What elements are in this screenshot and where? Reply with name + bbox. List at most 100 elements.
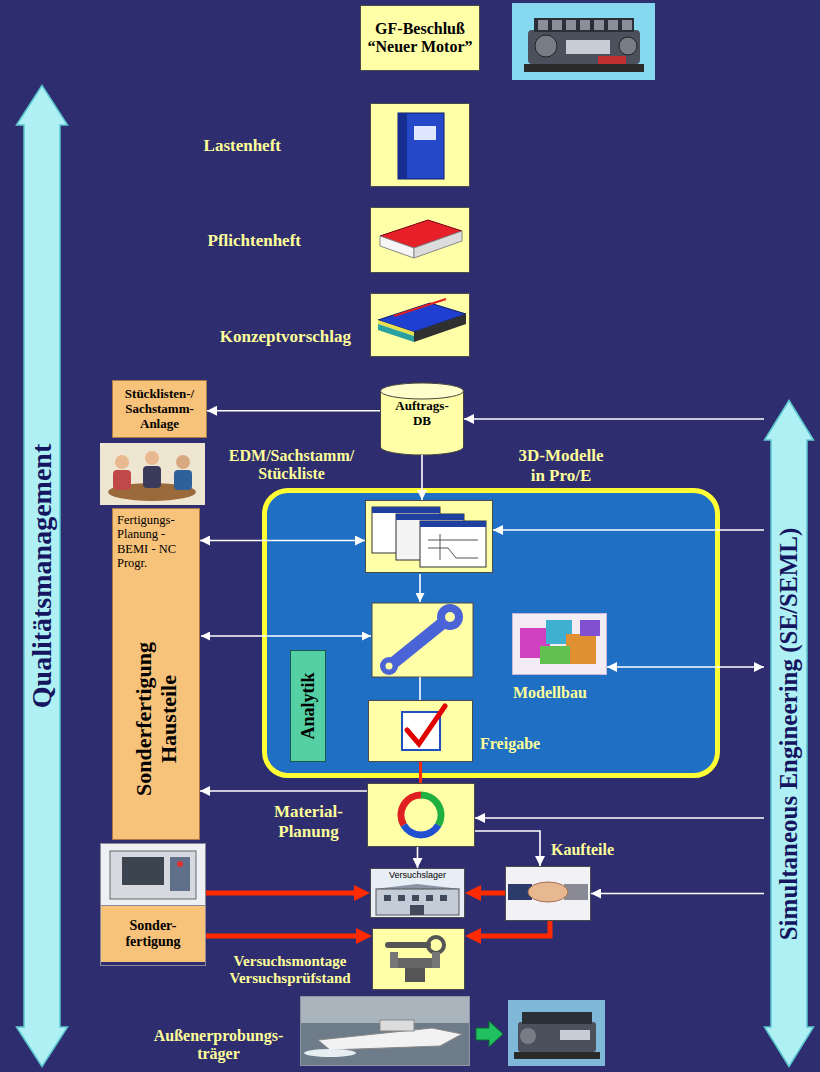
transfer-arrow: [476, 1021, 503, 1047]
engine-photo: [619, 37, 637, 55]
node-label: Qualitätsmanagement: [26, 226, 58, 926]
text-holder: Freigabe: [480, 735, 540, 753]
tools-icon: [428, 937, 444, 953]
screens-icon: [420, 521, 486, 567]
node-label: Stücklisten-/ Sachstamm- Anlage: [116, 387, 203, 432]
book-icon: [414, 231, 462, 258]
part-drawing: [437, 604, 463, 630]
planning-box: Material- Planung: [367, 783, 475, 847]
node-label: Fertigungs- Planung - BEMI - NC Progr.: [117, 513, 197, 571]
node-label: Analytik: [298, 656, 319, 756]
handshake-photo: [508, 884, 532, 900]
information-flow-arrow: [200, 540, 365, 542]
cycle-icon: [401, 795, 441, 835]
boat-photo: [318, 1028, 462, 1050]
model-box: Modellbau: [512, 613, 607, 675]
text-holder: Auftrags- DB: [391, 399, 453, 429]
text-holder: Konzeptvorschlag: [220, 327, 351, 347]
machine-photo: [170, 857, 190, 891]
text-holder: Kaufteile: [551, 841, 614, 859]
binder-icon: [398, 113, 444, 179]
text-holder: Versuchslager: [371, 869, 464, 880]
engine-photo: [508, 1000, 605, 1066]
engine-photo: [528, 30, 640, 64]
engine-photo: [560, 1030, 590, 1040]
warehouse-photo: [440, 895, 447, 901]
concept-icon: [378, 299, 466, 342]
model-photo: [580, 620, 600, 636]
text-holder: Stücklisten-/ Sachstamm- Anlage: [113, 384, 206, 435]
text-holder: EDM/Sachstamm/ Stückliste: [219, 447, 364, 484]
information-flow-arrow: [475, 831, 540, 866]
material-flow-arrow: [206, 891, 364, 896]
node-label: Simultaneous Engineering (SE/SEML): [775, 424, 804, 1044]
node-label: Auftrags- DB: [391, 399, 453, 429]
information-flow-arrow: [607, 666, 764, 668]
screens-icon: [420, 521, 486, 527]
part-drawing: [386, 663, 393, 670]
part-drawing: [380, 657, 398, 675]
engine-photo: [580, 20, 590, 30]
approval-check: [402, 706, 445, 750]
node-label: Material- Planung: [261, 802, 356, 841]
information-flow-arrow: [475, 817, 764, 819]
meeting-photo: [113, 470, 131, 490]
flow-arrow: [419, 574, 421, 602]
machine-photo: [122, 857, 164, 885]
machine-photo: [110, 851, 196, 899]
screens-icon: [372, 507, 440, 513]
cycle-icon: [404, 825, 439, 835]
warehouse-photo: [398, 895, 405, 901]
warehouse-photo: [374, 884, 461, 915]
approval-box: Freigabe: [368, 700, 473, 762]
warehouse-photo: [374, 884, 461, 889]
database-cylinder: [381, 383, 464, 455]
text-holder: Versuchsmontage Versuchsprüfstand: [215, 953, 365, 988]
node-label: Versuchslager: [371, 870, 464, 880]
meeting-photo: [115, 455, 129, 469]
text-holder: GF-Beschluß “Neuer Motor”: [361, 16, 479, 61]
book-icon: [380, 236, 414, 258]
document-icon-box: Lastenheft: [370, 103, 470, 187]
part-drawing: [372, 603, 473, 677]
material-flow-arrow: [471, 891, 505, 896]
flow-arrow: [201, 574, 420, 700]
screens-icon: [396, 514, 464, 560]
model-photo: [566, 634, 596, 664]
text-holder: Sonderfertigung Hausteile: [131, 604, 182, 834]
meeting-photo: [176, 455, 190, 469]
approval-check: [402, 712, 440, 750]
purchase-box: Kaufteile: [505, 866, 591, 921]
node-label: Freigabe: [480, 735, 540, 753]
cycle-icon: [421, 795, 441, 825]
engine-photo: [512, 3, 655, 80]
text-holder: Sonder- fertigung: [101, 905, 205, 962]
engine-photo: [538, 20, 548, 30]
text-holder: Modellbau: [513, 684, 587, 702]
engine-photo: [535, 35, 557, 57]
handshake-photo: [528, 882, 568, 902]
text-holder: Analytik: [298, 656, 319, 756]
engine-photo: [518, 1022, 596, 1052]
material-flow-arrow: [471, 921, 550, 936]
book-icon: [380, 220, 462, 258]
boat-photo: [301, 997, 469, 1023]
information-flow-arrow: [207, 410, 380, 412]
boat-photo: [304, 1049, 356, 1057]
double-arrow-shape: [765, 401, 814, 1067]
engine-photo: [522, 1012, 592, 1024]
node-label: Sonderfertigung Hausteile: [131, 604, 182, 834]
model-photo: [540, 646, 570, 664]
part-drawing: [445, 612, 455, 622]
concept-icon: [378, 320, 414, 336]
tools-icon: [390, 952, 398, 968]
approval-check: [407, 706, 445, 744]
meeting-photo: [145, 451, 159, 465]
tools-icon: [432, 952, 440, 968]
analysis-box: Analytik: [290, 650, 326, 762]
book-icon: [380, 220, 462, 248]
database-node: Auftrags- DB: [380, 383, 464, 455]
boat-photo: [301, 997, 469, 1065]
test-box: Versuchsmontage Versuchsprüfstand: [372, 928, 465, 990]
